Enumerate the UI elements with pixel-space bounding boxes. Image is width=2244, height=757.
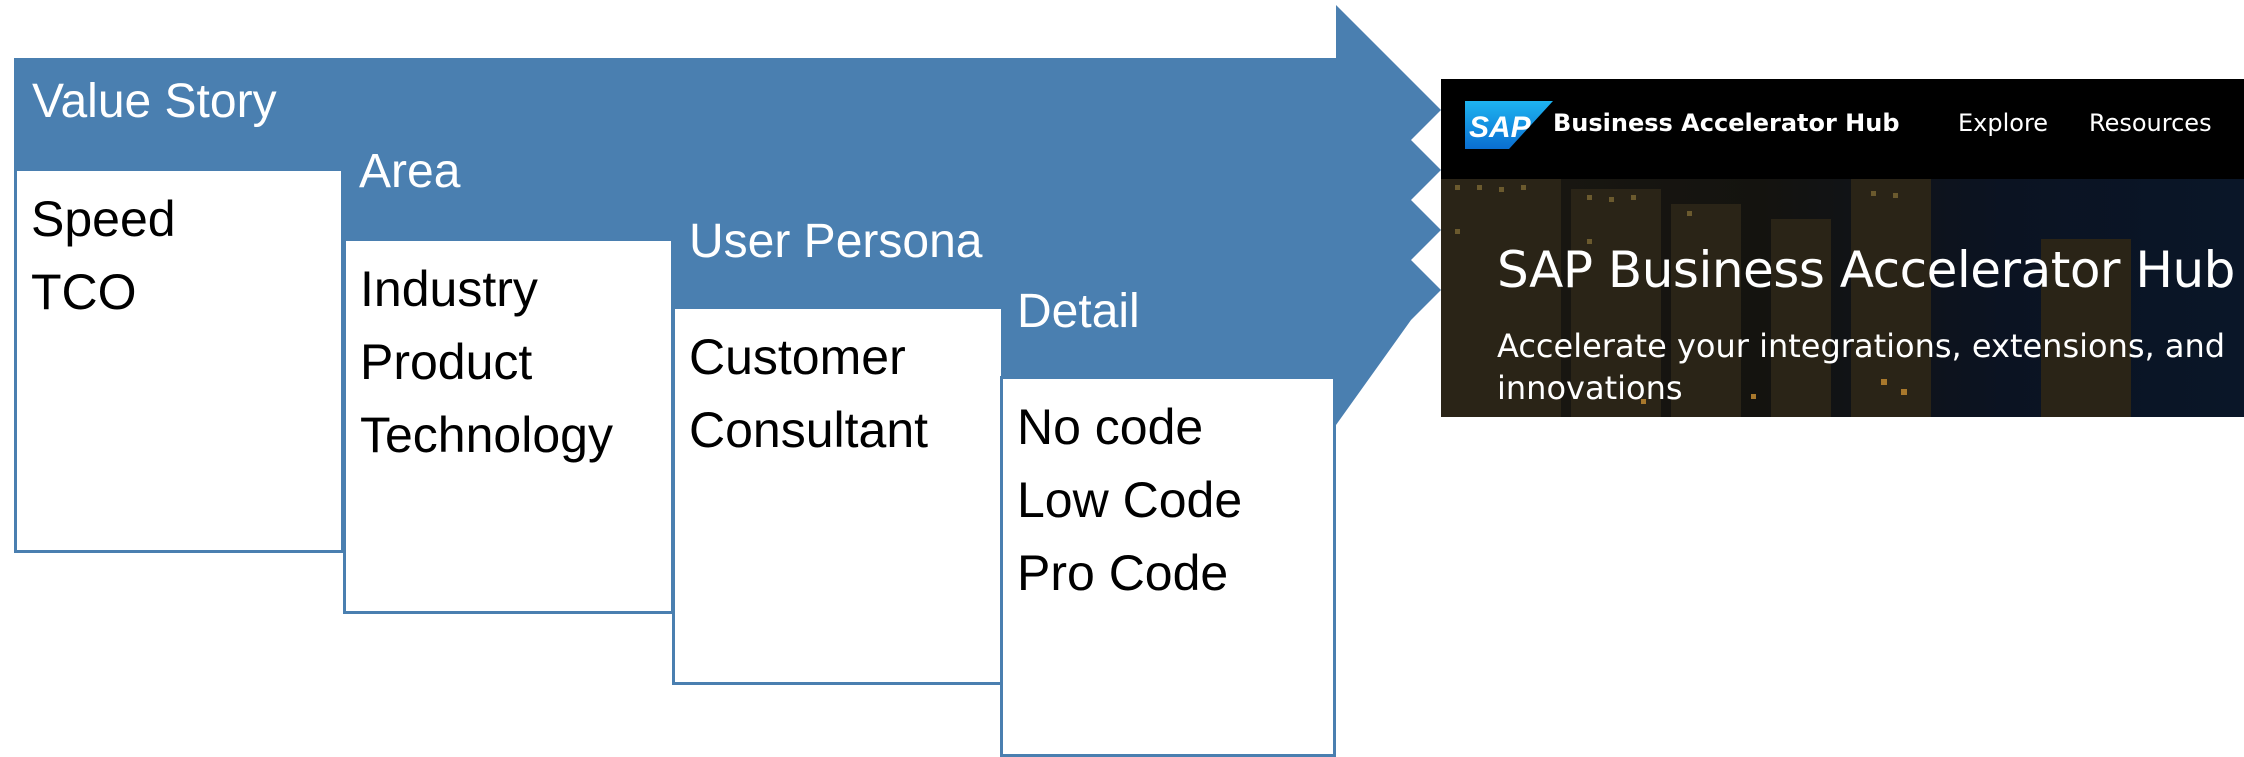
- list-item: Low Code: [1017, 472, 1243, 528]
- list-item: Customer: [689, 329, 906, 385]
- step-header-area: Area: [359, 145, 461, 198]
- sap-hero-title: SAP Business Accelerator Hub: [1497, 241, 2235, 299]
- sap-logo: SAP: [1465, 101, 1553, 149]
- sap-hero-subtitle: Accelerate your integrations, extensions…: [1497, 327, 2226, 407]
- step-box-value-story: Speed TCO: [14, 168, 344, 553]
- list-item: Pro Code: [1017, 545, 1229, 601]
- step-header-user-persona: User Persona: [689, 215, 983, 268]
- list-item: Speed: [31, 191, 176, 247]
- nav-link-explore[interactable]: Explore: [1958, 109, 2049, 137]
- big-arrow-shape: [14, 5, 1441, 425]
- sap-hub-screenshot: SAP Business Accelerator Hub Explore Res…: [1441, 79, 2244, 417]
- step-header-detail: Detail: [1017, 285, 1140, 338]
- sap-hero-banner: SAP Business Accelerator Hub Accelerate …: [1441, 179, 2244, 417]
- step-box-user-persona: Customer Consultant: [672, 306, 1004, 685]
- sap-nav-bar: SAP Business Accelerator Hub Explore Res…: [1441, 79, 2244, 179]
- step-box-area: Industry Product Technology: [343, 238, 674, 614]
- city-skyline-background: [1441, 179, 2131, 417]
- step-box-detail: No code Low Code Pro Code: [1000, 376, 1336, 757]
- list-item: Consultant: [689, 402, 929, 458]
- nav-link-resources[interactable]: Resources: [2089, 109, 2212, 137]
- sap-logo-text: SAP: [1469, 111, 1532, 144]
- list-item: No code: [1017, 399, 1204, 455]
- list-item: Technology: [360, 407, 613, 463]
- sap-brand-name[interactable]: Business Accelerator Hub: [1553, 109, 1900, 137]
- list-item: Product: [360, 334, 533, 390]
- list-item: Industry: [360, 261, 538, 317]
- list-item: TCO: [31, 264, 137, 320]
- step-header-value-story: Value Story: [32, 75, 277, 128]
